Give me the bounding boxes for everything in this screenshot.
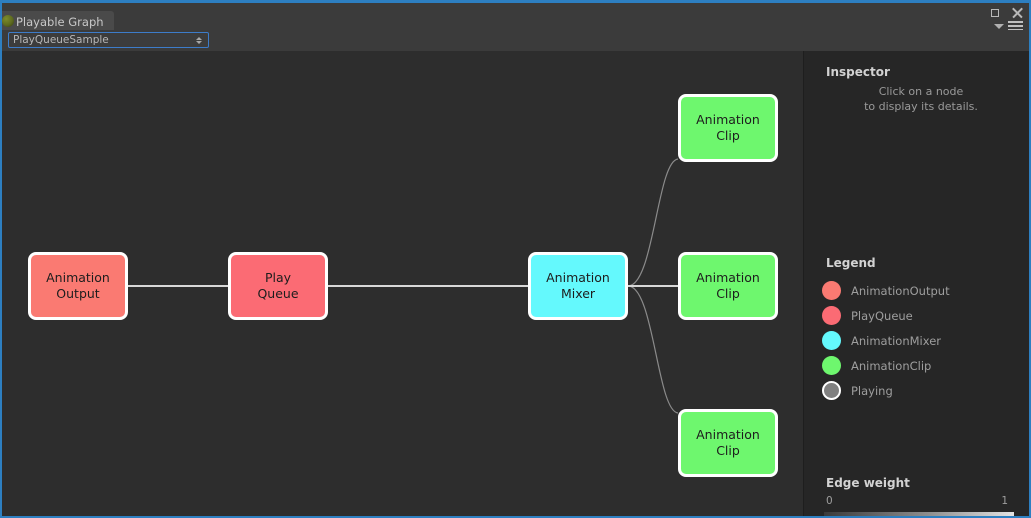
node-label-line2: Clip <box>716 128 740 143</box>
node-label-line1: Animation <box>546 270 610 285</box>
legend-color-swatch-icon <box>822 306 841 325</box>
legend-item[interactable]: PlayQueue <box>822 303 1022 328</box>
edge-weight-min-label: 0 <box>826 495 833 507</box>
legend-color-swatch-icon <box>822 331 841 350</box>
close-icon[interactable] <box>1011 7 1023 19</box>
node-label-line1: Animation <box>696 427 760 442</box>
legend-item-label: Playing <box>851 383 893 398</box>
graph-selector-value: PlayQueueSample <box>13 34 109 46</box>
graph-selector-dropdown[interactable]: PlayQueueSample <box>8 32 209 48</box>
legend-color-swatch-icon <box>822 356 841 375</box>
inspector-hint-line1: Click on a node <box>878 85 964 98</box>
inspector-hint-line2: to display its details. <box>864 100 978 113</box>
chevron-down-icon[interactable] <box>994 23 1004 29</box>
edge-weight-max-label: 1 <box>1001 495 1008 507</box>
legend-title: Legend <box>826 256 876 270</box>
legend-item[interactable]: AnimationMixer <box>822 328 1022 353</box>
node-label-line2: Queue <box>257 286 299 301</box>
node-label-line1: Play <box>264 270 292 285</box>
graph-edge <box>627 158 679 287</box>
legend-item[interactable]: AnimationOutput <box>822 278 1022 303</box>
window-titlebar: Playable Graph <box>2 3 1029 32</box>
tab-label: Playable Graph <box>16 14 104 29</box>
window-controls <box>990 7 1023 19</box>
node-label-line2: Mixer <box>560 286 596 301</box>
legend-color-swatch-icon <box>822 281 841 300</box>
edge-weight-title: Edge weight <box>826 476 910 490</box>
edge-weight-gradient-bar <box>824 512 1014 516</box>
legend-item-label: AnimationClip <box>851 358 932 373</box>
graph-node-icon <box>2 15 14 27</box>
legend-item[interactable]: AnimationClip <box>822 353 1022 378</box>
legend-color-swatch-icon <box>822 381 841 400</box>
node-label-line1: Animation <box>696 270 760 285</box>
graph-edge <box>627 285 679 414</box>
node-label-line2: Output <box>56 286 100 301</box>
legend-item[interactable]: Playing <box>822 378 1022 403</box>
node-label-line1: Animation <box>696 112 760 127</box>
legend-item-label: AnimationMixer <box>851 333 942 348</box>
updown-arrows-icon <box>196 36 202 44</box>
graph-toolbar: PlayQueueSample <box>2 30 1029 51</box>
inspector-hint: Click on a node to display its details. <box>826 84 1016 114</box>
maximize-icon[interactable] <box>990 7 1002 19</box>
sidebar-panel: Inspector Click on a node to display its… <box>803 51 1029 516</box>
node-label-line2: Clip <box>716 286 740 301</box>
node-label-line1: Animation <box>46 270 110 285</box>
legend-item-label: AnimationOutput <box>851 283 950 298</box>
node-label-line2: Clip <box>716 443 740 458</box>
graph-edges <box>128 158 679 414</box>
inspector-title: Inspector <box>826 65 890 79</box>
tab-playable-graph[interactable]: Playable Graph <box>2 11 114 32</box>
legend-item-label: PlayQueue <box>851 308 913 323</box>
